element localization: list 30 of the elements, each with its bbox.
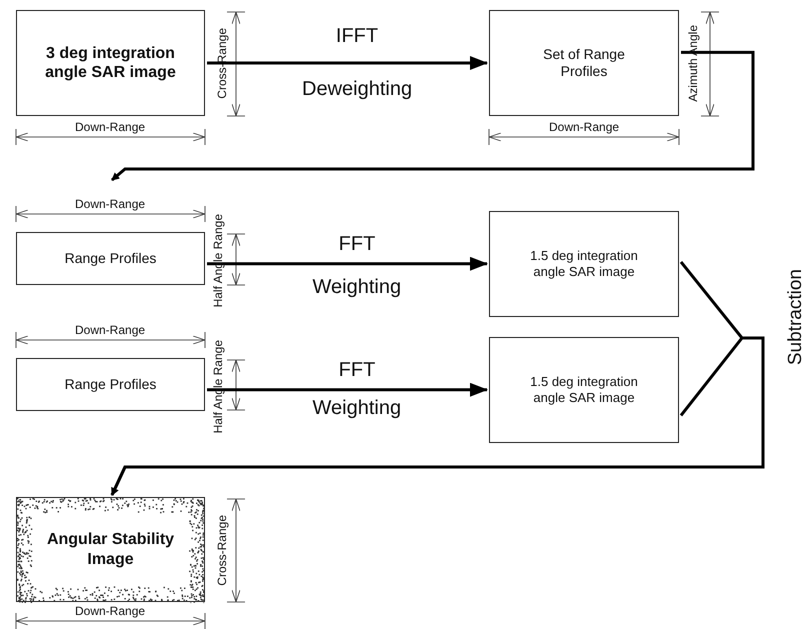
dimension-label: Down-Range xyxy=(75,605,146,617)
process-box xyxy=(16,232,205,285)
box-label: 3 deg integration angle SAR image xyxy=(44,44,177,82)
operation-label: Weighting xyxy=(312,277,402,297)
operation-label: Weighting xyxy=(312,398,402,418)
process-box xyxy=(16,10,205,116)
process-box xyxy=(489,10,679,116)
dimension-label: Down-Range xyxy=(75,121,146,133)
process-box xyxy=(489,211,679,317)
process-box xyxy=(16,358,205,411)
dimension-label: Cross-Range xyxy=(216,514,228,586)
dimension-label: Down-Range xyxy=(549,121,620,133)
arrow xyxy=(207,56,488,70)
arrow xyxy=(207,256,488,271)
box-label: 1.5 deg integration angle SAR image xyxy=(529,374,639,406)
box-label: Set of Range Profiles xyxy=(542,46,626,80)
dimension-label: Down-Range xyxy=(75,324,146,336)
operation-label: Deweighting xyxy=(302,79,412,99)
box-label: 1.5 deg integration angle SAR image xyxy=(529,248,639,280)
arrow xyxy=(110,336,764,496)
arrow xyxy=(207,382,488,397)
dimension-label: Cross-Range xyxy=(216,28,228,98)
operation-label: Subtraction xyxy=(786,269,804,366)
box-label: Range Profiles xyxy=(64,376,156,393)
dimension-label: Down-Range xyxy=(75,198,146,210)
box-label: Angular Stability Image xyxy=(46,530,176,569)
process-box xyxy=(16,497,205,602)
box-label: Range Profiles xyxy=(64,250,156,267)
process-box xyxy=(489,337,679,443)
arrow xyxy=(111,50,754,182)
